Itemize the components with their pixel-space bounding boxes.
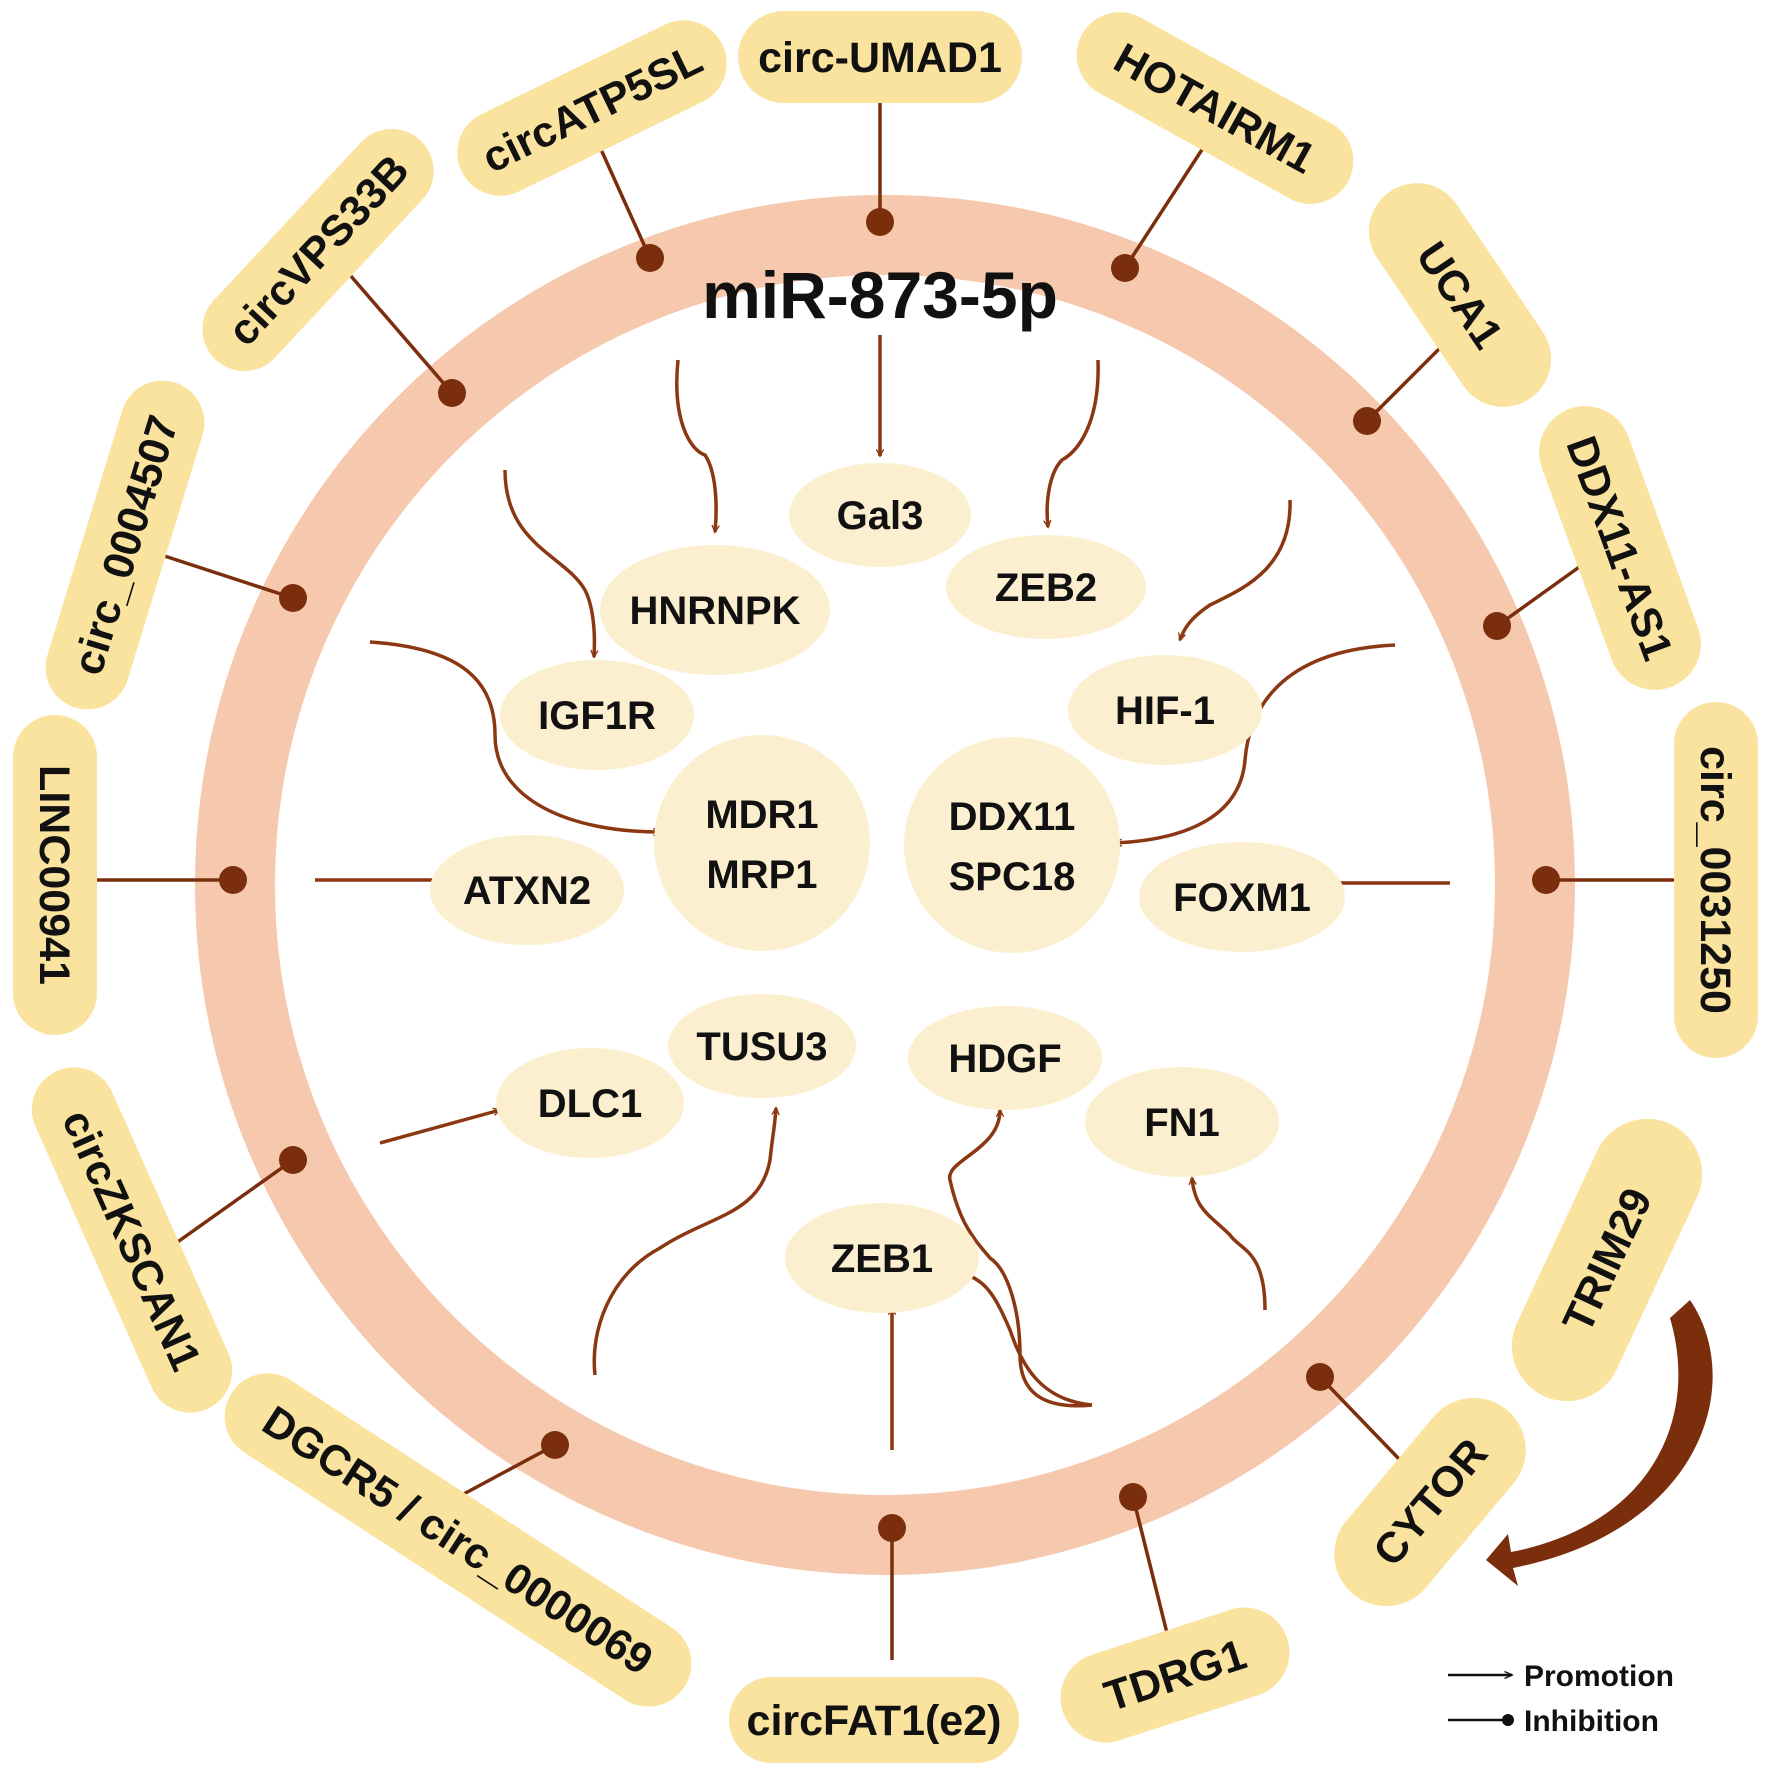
target-node-tusu3: TUSU3 <box>668 994 856 1098</box>
svg-text:DLC1: DLC1 <box>538 1082 642 1126</box>
target-node-gal3: Gal3 <box>789 463 971 567</box>
target-node-atxn2: ATXN2 <box>430 835 624 945</box>
target-node-igf1r: IGF1R <box>500 660 694 770</box>
regulator-hotairm1: HOTAIRM1 <box>1076 12 1354 204</box>
regulator-circ-umad1: circ-UMAD1 <box>738 11 1022 103</box>
svg-text:ZEB2: ZEB2 <box>995 566 1097 610</box>
legend-promotion: Promotion <box>1448 1660 1674 1693</box>
promotion-edges <box>315 335 1450 1450</box>
svg-text:ZEB1: ZEB1 <box>831 1237 933 1281</box>
center-mirna-label: miR-873-5p <box>702 258 1058 332</box>
svg-text:circ_0031250: circ_0031250 <box>1691 746 1739 1014</box>
svg-text:circFAT1(e2): circFAT1(e2) <box>747 1697 1002 1745</box>
svg-text:MRP1: MRP1 <box>706 853 817 897</box>
regulator-cytor: CYTOR <box>1334 1397 1526 1607</box>
target-node-mdr1-mrp1: MDR1 MRP1 <box>654 735 870 951</box>
regulator- czkscan1: circZKSCAN1 <box>31 1067 233 1413</box>
svg-text:HIF-1: HIF-1 <box>1115 689 1215 733</box>
legend: Promotion Inhibition <box>1448 1660 1674 1738</box>
target-node-hnrnpk: HNRNPK <box>600 545 830 675</box>
svg-text:FN1: FN1 <box>1144 1101 1220 1145</box>
svg-text:DDX11: DDX11 <box>949 795 1076 839</box>
trim29-to-cytor-arrow <box>1486 1300 1713 1586</box>
svg-text:circVPS33B: circVPS33B <box>219 146 419 355</box>
target-node-hif-1: HIF-1 <box>1068 655 1262 765</box>
svg-text:Gal3: Gal3 <box>837 494 924 538</box>
svg-text:Inhibition: Inhibition <box>1524 1705 1659 1738</box>
inhibition-dots <box>219 208 1560 1542</box>
regulator-circ-0031250: circ_0031250 <box>1674 702 1758 1058</box>
regulator-trim29: TRIM29 <box>1511 1118 1703 1402</box>
target-node-dlc1: DLC1 <box>496 1048 684 1158</box>
svg-text:Promotion: Promotion <box>1524 1660 1674 1693</box>
svg-text:IGF1R: IGF1R <box>538 694 656 738</box>
target-node-fn1: FN1 <box>1085 1067 1279 1177</box>
target-node-hdgf: HDGF <box>908 1006 1102 1110</box>
svg-text:HDGF: HDGF <box>948 1037 1061 1081</box>
regulator-circatp5sl: circATP5SL <box>457 20 727 196</box>
svg-text:MDR1: MDR1 <box>705 793 818 837</box>
regulator-circfat1-e2: circFAT1(e2) <box>729 1677 1019 1763</box>
target-node-ddx11-spc18: DDX11 SPC18 <box>904 737 1120 953</box>
regulator-linc00941: LINC00941 <box>13 715 97 1035</box>
target-node-foxm1: FOXM1 <box>1139 842 1345 952</box>
regulator-circ-0004507: circ_0004507 <box>45 380 205 710</box>
target-node-zeb2: ZEB2 <box>946 535 1146 639</box>
regulator-uca1: UCA1 <box>1368 183 1552 407</box>
svg-text:LINC00941: LINC00941 <box>30 765 78 985</box>
svg-text:ATXN2: ATXN2 <box>463 869 591 913</box>
target-node-zeb1: ZEB1 <box>785 1203 979 1313</box>
legend-inhibition: Inhibition <box>1448 1705 1659 1738</box>
regulator-tdrg1: TDRG1 <box>1060 1607 1290 1743</box>
svg-text:circ-UMAD1: circ-UMAD1 <box>758 34 1002 82</box>
svg-text:HNRNPK: HNRNPK <box>629 589 800 633</box>
svg-text:TUSU3: TUSU3 <box>696 1025 827 1069</box>
regulator-ddx11-as1: DDX11-AS1 <box>1539 406 1701 690</box>
svg-text:SPC18: SPC18 <box>949 855 1076 899</box>
target-nodes: Gal3 HNRNPK ZEB2 IGF1R HIF-1 MDR1 MRP1 D… <box>430 463 1345 1313</box>
svg-text:FOXM1: FOXM1 <box>1173 876 1311 920</box>
